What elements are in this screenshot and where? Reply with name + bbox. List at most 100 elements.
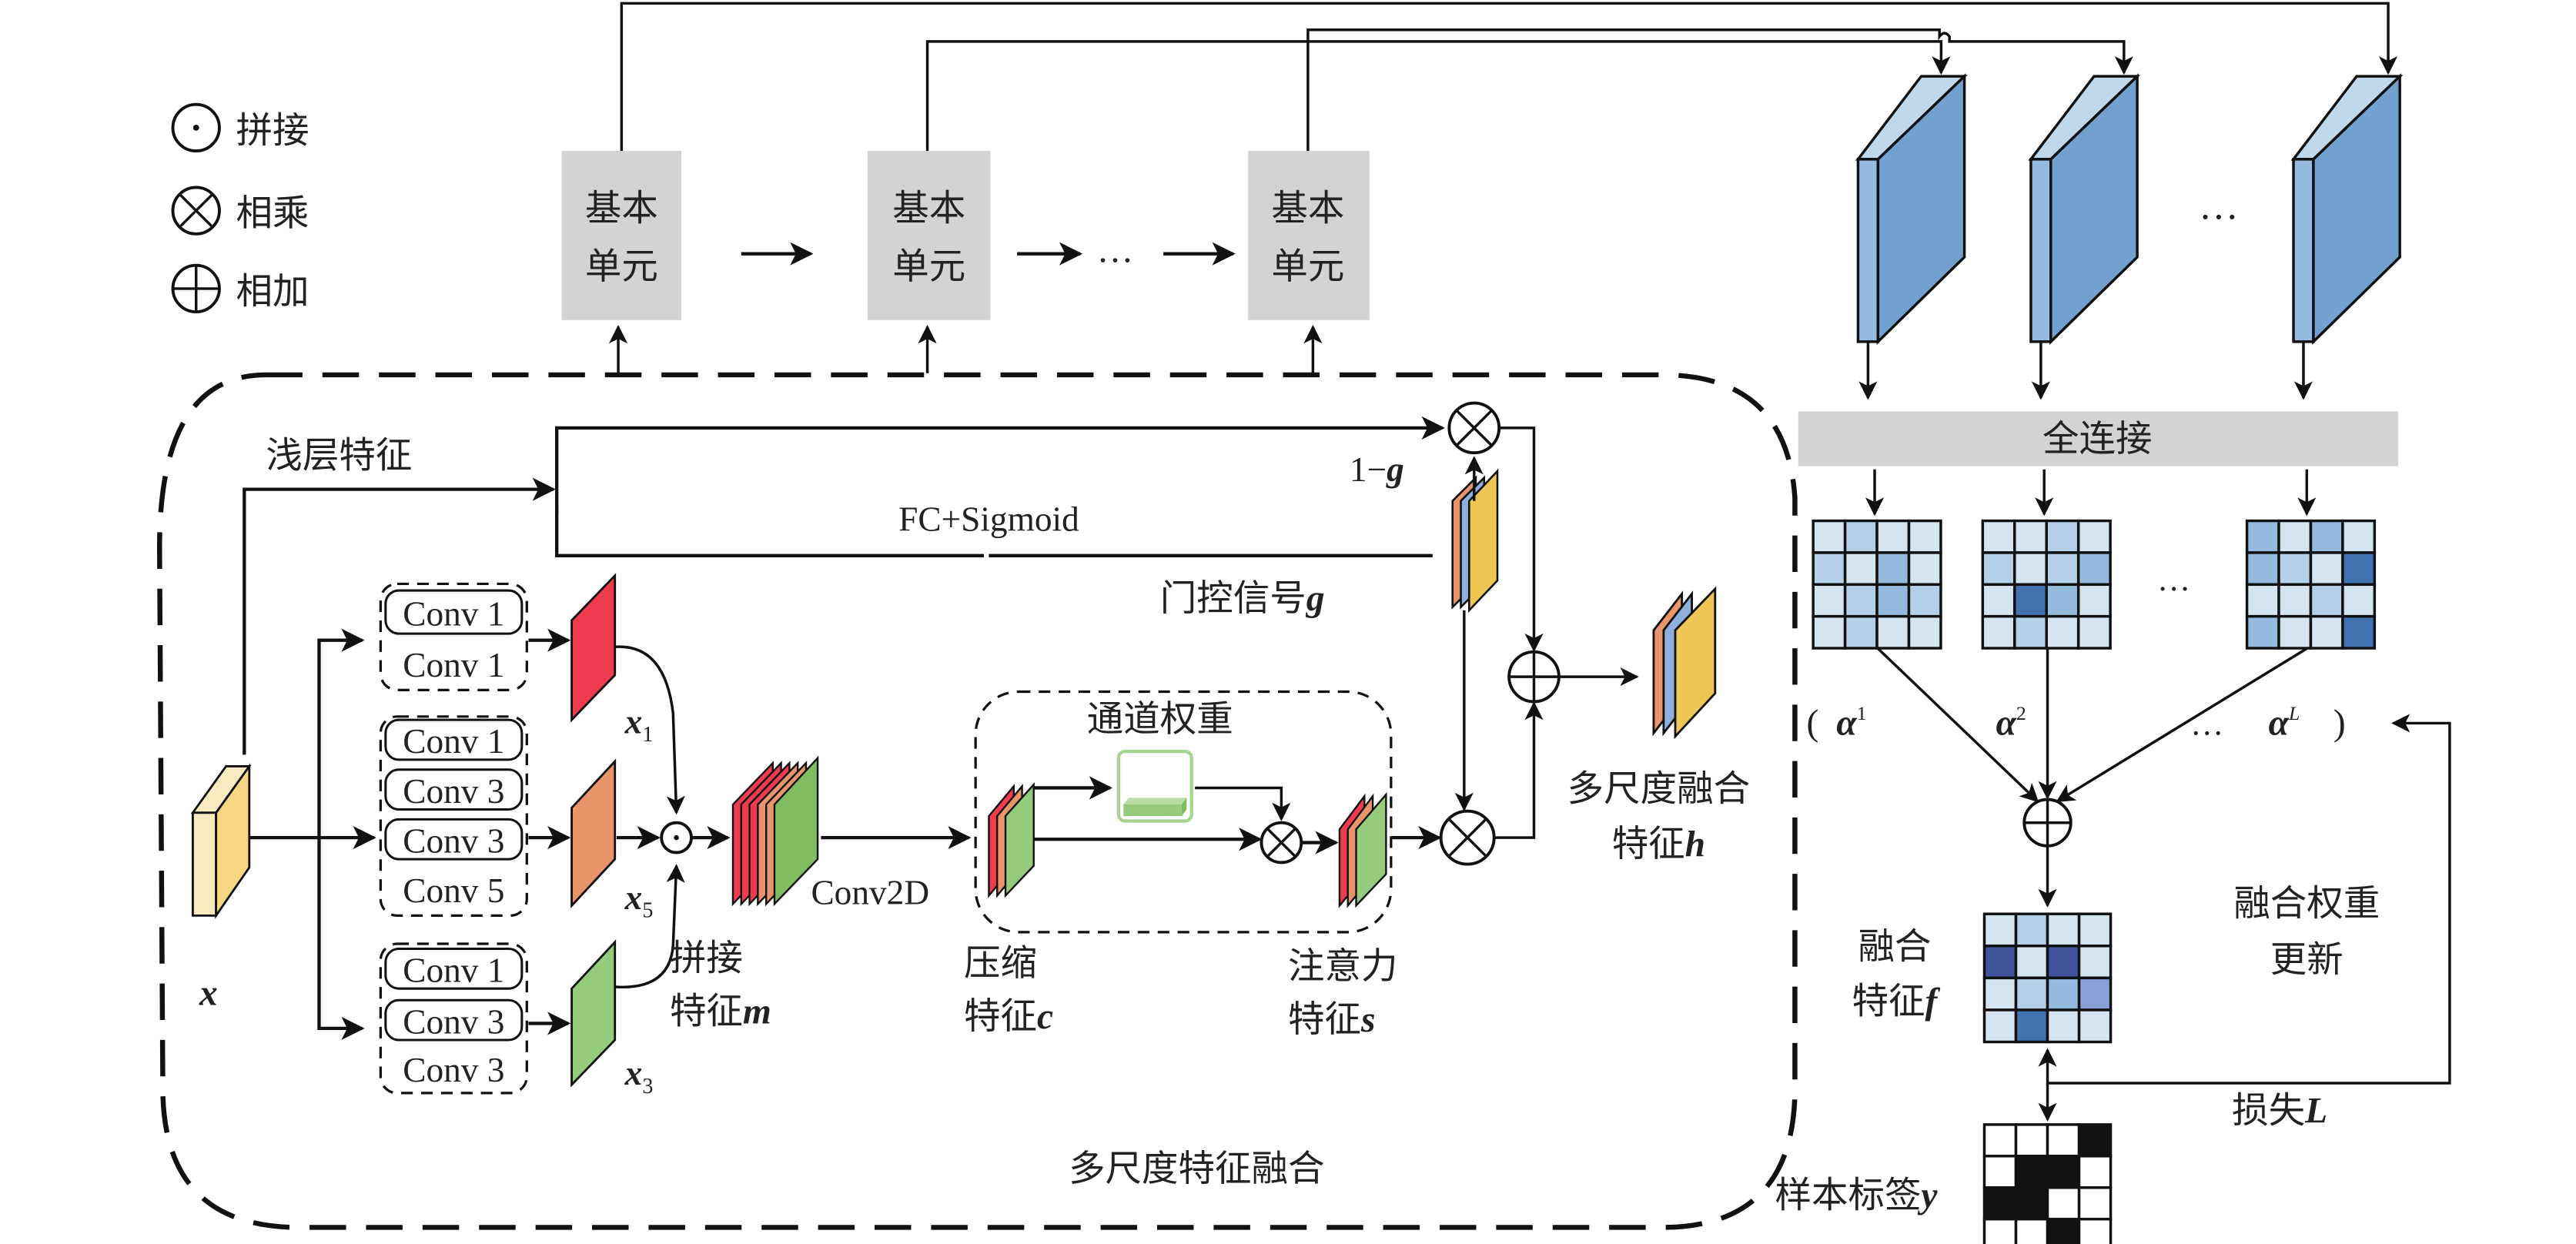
alpha-1-label: α1 xyxy=(1836,702,1866,743)
weight-matrix-1-cell xyxy=(1843,614,1878,650)
alpha-open-paren: ( xyxy=(1807,704,1819,744)
legend-label-add: 相加 xyxy=(236,270,309,313)
x3-feature-map xyxy=(570,939,617,1088)
fused-matrix-cell xyxy=(2046,1008,2081,1044)
weight-matrix-1-cell xyxy=(1907,551,1942,587)
fc-sigmoid-label: FC+Sigmoid xyxy=(898,500,1079,539)
x-to-top-branch xyxy=(317,628,365,838)
fused-matrix-cell xyxy=(2014,1008,2049,1044)
alpha-2-label: α2 xyxy=(1996,702,2026,743)
weight-matrix-3-cell xyxy=(2309,551,2344,587)
weight-update-line2: 更新 xyxy=(2270,939,2343,981)
input-x-label: x xyxy=(199,974,218,1014)
weight-matrix-2-cell xyxy=(1981,614,2016,650)
fusion-block-border xyxy=(156,372,1798,1230)
weight-matrix-2-cell xyxy=(1981,583,2016,618)
fused-matrix-cell xyxy=(2077,976,2113,1012)
weight-matrix-1-cell xyxy=(1812,583,1847,618)
alpha-L-label: αL xyxy=(2269,702,2300,743)
add-op-fusion xyxy=(1507,650,1561,704)
x5-feature-map xyxy=(570,758,617,909)
fused-multiscale-line2: 特征h xyxy=(1612,823,1705,865)
fused-matrix-cell xyxy=(2077,912,2113,948)
fused-matrix-cell xyxy=(1982,976,2018,1012)
weight-matrix-1 xyxy=(1812,519,1942,650)
weight-matrix-3-cell xyxy=(2309,519,2344,554)
concat-legend-icon xyxy=(171,102,221,153)
weight-matrix-1-cell xyxy=(1843,583,1878,618)
multiply-op-attention xyxy=(1260,821,1303,864)
fused-feature-matrix xyxy=(1982,912,2113,1044)
label-matrix-cell xyxy=(2077,1186,2113,1221)
label-matrix-cell xyxy=(2046,1155,2081,1189)
weight-matrix-3 xyxy=(2245,519,2377,650)
fused-multiscale-line1: 多尺度融合 xyxy=(1567,768,1750,811)
add-op-weighted-sum xyxy=(2022,798,2073,848)
label-matrix-cell xyxy=(2014,1123,2049,1158)
weight-matrix-3-cell xyxy=(2277,614,2313,650)
branch-3-conv-2: Conv 3 xyxy=(403,1002,504,1041)
gate-signal-label: 门控信号g xyxy=(1160,577,1325,620)
top-multiply-to-add xyxy=(1499,426,1544,653)
fully-connected-label: 全连接 xyxy=(2042,418,2152,460)
channel-weight-vector xyxy=(1116,749,1193,823)
input-x-feature xyxy=(190,763,252,919)
label-matrix-cell xyxy=(2014,1155,2049,1189)
layer-feature-map-2 xyxy=(2028,73,2141,345)
concat-feature-line2: 特征m xyxy=(670,990,771,1032)
label-matrix-cell xyxy=(2077,1123,2113,1158)
channel-attention-block xyxy=(974,690,1393,934)
fused-matrix-cell xyxy=(2014,945,2049,980)
top-connectors xyxy=(620,2,2398,152)
branch-2-conv-1: Conv 1 xyxy=(403,722,504,761)
weight-update-line1: 融合权重 xyxy=(2233,882,2380,925)
fully-connected-bar xyxy=(1798,411,2399,466)
weight-matrix-3-cell xyxy=(2341,583,2377,618)
legend-label-multiply: 相乘 xyxy=(236,192,309,235)
branch-3-conv-1: Conv 1 xyxy=(403,951,504,990)
shallow-feature-label: 浅层特征 xyxy=(266,435,412,477)
layer-feature-map-1 xyxy=(1855,73,1968,345)
fused-feature-line1: 融合 xyxy=(1858,925,1931,968)
matrices-ellipsis: … xyxy=(2157,562,2190,598)
shallow-feature-arrow xyxy=(243,477,556,755)
weight-matrix-2-cell xyxy=(2013,519,2048,554)
fc-sigmoid-path xyxy=(555,506,1433,557)
attention-s-feature-stack xyxy=(1338,791,1387,908)
fused-matrix-cell xyxy=(1982,945,2018,980)
x-to-bottom-branch xyxy=(317,838,365,1040)
weight-matrix-1-cell xyxy=(1875,551,1911,587)
layer-feature-maps xyxy=(1855,73,2404,400)
fused-matrix-cell xyxy=(1982,1008,2018,1044)
layer-feature-map-3 xyxy=(2290,73,2404,345)
legend-label-concat: 拼接 xyxy=(236,109,309,152)
fused-matrix-cell xyxy=(2014,912,2049,948)
x1-feature-map xyxy=(570,573,617,723)
weight-matrix-2-cell xyxy=(1981,519,2016,554)
compressed-feature-line2: 特征c xyxy=(964,995,1053,1038)
label-matrix-cell xyxy=(1982,1155,2018,1189)
weight-matrix-2-cell xyxy=(2045,614,2080,650)
weight-matrix-3-cell xyxy=(2277,583,2313,618)
x1-label: x1 xyxy=(624,702,654,747)
weight-matrix-2-cell xyxy=(2045,519,2080,554)
x1-to-concat-arrow xyxy=(614,645,685,815)
attention-feature-line1: 注意力 xyxy=(1288,945,1397,988)
multiply-op-top xyxy=(1447,401,1501,455)
compressed-c-feature-stack xyxy=(988,782,1035,898)
alpha-1-to-sum-arrow xyxy=(1877,647,2039,803)
loss-label: 损失L xyxy=(2232,1090,2327,1132)
prisms-ellipsis: … xyxy=(2199,184,2239,228)
weight-matrix-1-cell xyxy=(1875,614,1911,650)
branch-2-conv-4: Conv 5 xyxy=(403,871,504,910)
one-minus-g-arrow xyxy=(555,416,1445,514)
multiply-legend-icon xyxy=(171,186,221,236)
weight-matrix-3-cell xyxy=(2309,583,2344,618)
basic-unit-3: 基本 单元 xyxy=(1248,151,1370,320)
weight-matrix-2 xyxy=(1981,519,2112,650)
fused-h-feature-stack xyxy=(1652,586,1717,740)
gate-feature-stack xyxy=(1451,468,1499,614)
label-matrix-cell xyxy=(2046,1186,2081,1221)
weight-matrix-3-cell xyxy=(2341,551,2377,587)
